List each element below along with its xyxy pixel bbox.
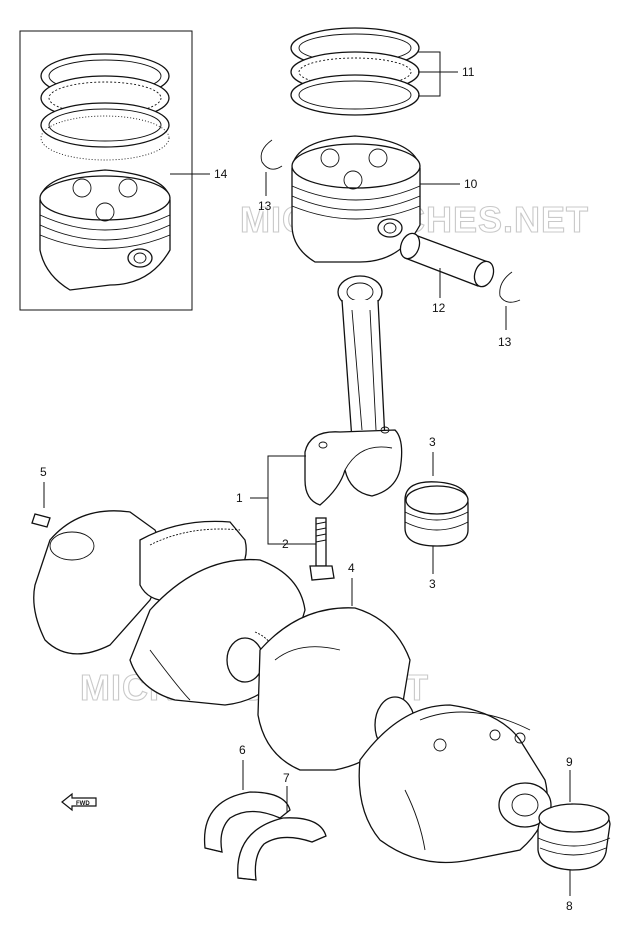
callout-3-top: 3	[429, 435, 436, 449]
callout-5: 5	[40, 465, 47, 479]
callout-10: 10	[464, 177, 478, 191]
piston-rings-11	[290, 27, 420, 116]
piston-assembly-box: 14	[19, 30, 228, 311]
callout-7: 7	[283, 771, 290, 785]
piston-pin-12	[399, 232, 495, 288]
callout-11: 11	[462, 65, 475, 79]
callout-13-left: 13	[258, 199, 272, 213]
callout-6: 6	[239, 743, 246, 757]
thrust-bearing-6	[203, 791, 291, 853]
main-bearing	[537, 803, 611, 871]
piston-10	[291, 135, 421, 263]
callout-4: 4	[348, 561, 355, 575]
piston-rings-set	[40, 53, 170, 161]
callout-3-bottom: 3	[429, 577, 436, 591]
callout-13-right: 13	[498, 335, 512, 349]
connecting-rod	[304, 275, 403, 506]
circlip-left	[260, 139, 283, 170]
conrod-bearing	[404, 481, 469, 547]
thrust-bearing-7	[237, 817, 327, 881]
fwd-label: FWD	[76, 801, 90, 807]
forward-arrow-icon: FWD	[61, 792, 97, 812]
callout-8: 8	[566, 899, 573, 913]
callout-12: 12	[432, 301, 446, 315]
callout-14: 14	[214, 167, 228, 181]
crankshaft	[33, 510, 552, 864]
rod-bolt	[309, 517, 335, 581]
callout-9: 9	[566, 755, 573, 769]
callout-2: 2	[282, 537, 289, 551]
dowel-pin	[31, 513, 51, 528]
callout-1: 1	[236, 491, 243, 505]
circlip-right	[499, 271, 521, 303]
piston-with-pin-14	[39, 169, 171, 291]
